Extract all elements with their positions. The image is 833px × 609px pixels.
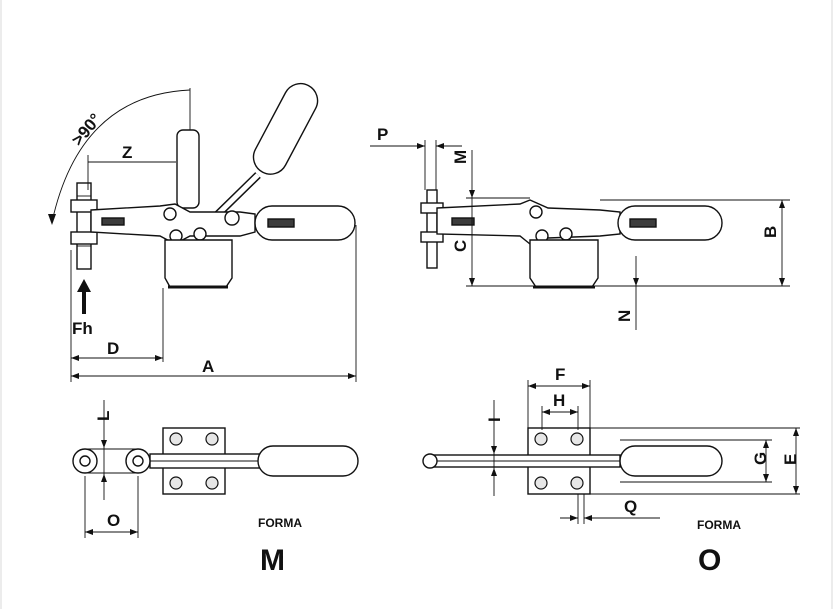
pivot-link bbox=[193, 227, 207, 241]
label-d: D bbox=[107, 339, 119, 358]
handle-grip-inclined bbox=[252, 82, 319, 175]
frame-border-left bbox=[0, 0, 2, 609]
label-i: I bbox=[485, 417, 504, 422]
label-e: E bbox=[781, 454, 800, 465]
force-arrow-head bbox=[77, 279, 91, 292]
clamp-base bbox=[164, 239, 233, 288]
clamp-side-view-m bbox=[48, 82, 357, 382]
label-fh: Fh bbox=[72, 319, 93, 338]
label-q: Q bbox=[624, 497, 637, 516]
swing-arc bbox=[51, 89, 191, 223]
caption-forma-left: FORMA bbox=[258, 516, 302, 530]
clamp-arm bbox=[90, 203, 256, 245]
label-h: H bbox=[553, 391, 565, 410]
handle-top-m bbox=[257, 445, 359, 477]
spindle-nut-top bbox=[70, 199, 98, 213]
label-f: F bbox=[555, 365, 565, 384]
handle-lever-inner bbox=[212, 173, 260, 220]
label-n: N bbox=[615, 310, 634, 322]
label-p: P bbox=[377, 125, 388, 144]
caption-letter-m: M bbox=[260, 544, 285, 577]
label-o-dim: O bbox=[107, 511, 120, 530]
caption-letter-o: O bbox=[698, 544, 721, 577]
spindle-right bbox=[426, 189, 438, 269]
handle-top-o bbox=[619, 445, 723, 477]
arc-arrowhead bbox=[48, 214, 56, 225]
handle-grip-horizontal bbox=[254, 205, 356, 241]
clamp-side-view-o bbox=[370, 140, 790, 330]
frame-border-right bbox=[831, 0, 833, 609]
clamp-top-view-m bbox=[72, 400, 359, 538]
eye-end-o bbox=[422, 453, 438, 469]
label-c: C bbox=[451, 240, 470, 252]
label-angle: >90° bbox=[68, 110, 106, 150]
pivot-top bbox=[163, 207, 177, 221]
label-a: A bbox=[202, 357, 214, 376]
arm-slot bbox=[101, 217, 125, 226]
label-z: Z bbox=[122, 143, 132, 162]
label-b: B bbox=[761, 226, 780, 238]
spindle-nut-bottom bbox=[70, 231, 98, 245]
caption-forma-right: FORMA bbox=[697, 518, 741, 532]
label-m-dim: M bbox=[451, 150, 470, 164]
clamp-top-view-o bbox=[422, 380, 800, 524]
label-g: G bbox=[751, 452, 770, 465]
clamp-base-right bbox=[529, 239, 599, 288]
handle-grip-right bbox=[617, 205, 723, 241]
label-l: L bbox=[94, 411, 113, 421]
clamp-arm-right bbox=[436, 199, 621, 245]
pivot-handle bbox=[224, 210, 240, 226]
handle-slot bbox=[267, 218, 295, 228]
handle-upright bbox=[176, 129, 200, 209]
